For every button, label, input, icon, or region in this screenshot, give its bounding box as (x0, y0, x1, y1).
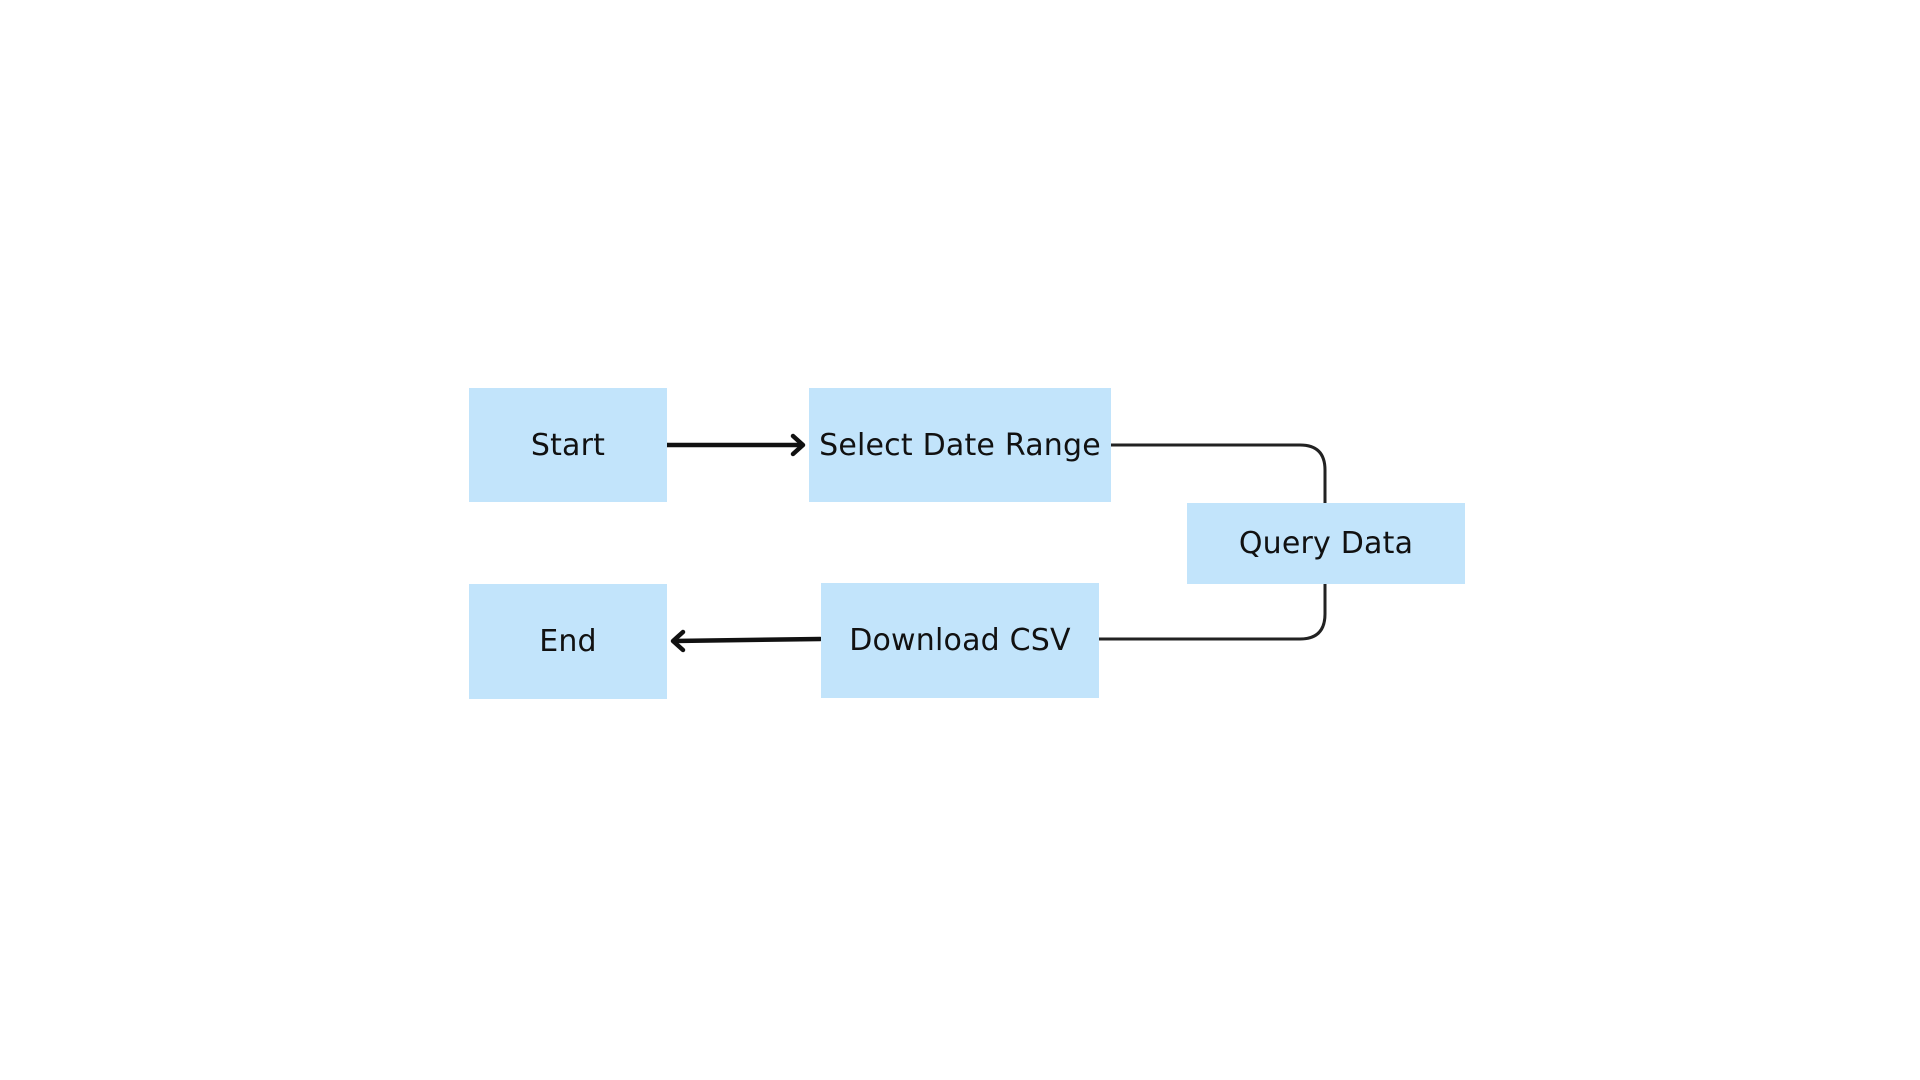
node-end[interactable]: End (469, 584, 667, 699)
node-select-date-range[interactable]: Select Date Range (809, 388, 1111, 502)
node-end-label: End (539, 624, 597, 659)
node-query-data-label: Query Data (1238, 526, 1414, 561)
node-query-data[interactable]: Query Data (1187, 503, 1465, 584)
edge-select-to-query (1111, 443, 1327, 503)
node-download-csv-label: Download CSV (849, 623, 1071, 658)
node-select-date-range-label: Select Date Range (819, 427, 1101, 463)
arrowhead-left-icon (670, 629, 686, 653)
node-start-label: Start (530, 427, 606, 463)
node-download-csv[interactable]: Download CSV (821, 583, 1099, 698)
node-start[interactable]: Start (469, 388, 667, 502)
edge-download-to-end (670, 629, 823, 653)
edge-query-to-download (1099, 584, 1327, 641)
arrowhead-right-icon (790, 433, 806, 457)
edge-start-to-select (664, 433, 806, 457)
